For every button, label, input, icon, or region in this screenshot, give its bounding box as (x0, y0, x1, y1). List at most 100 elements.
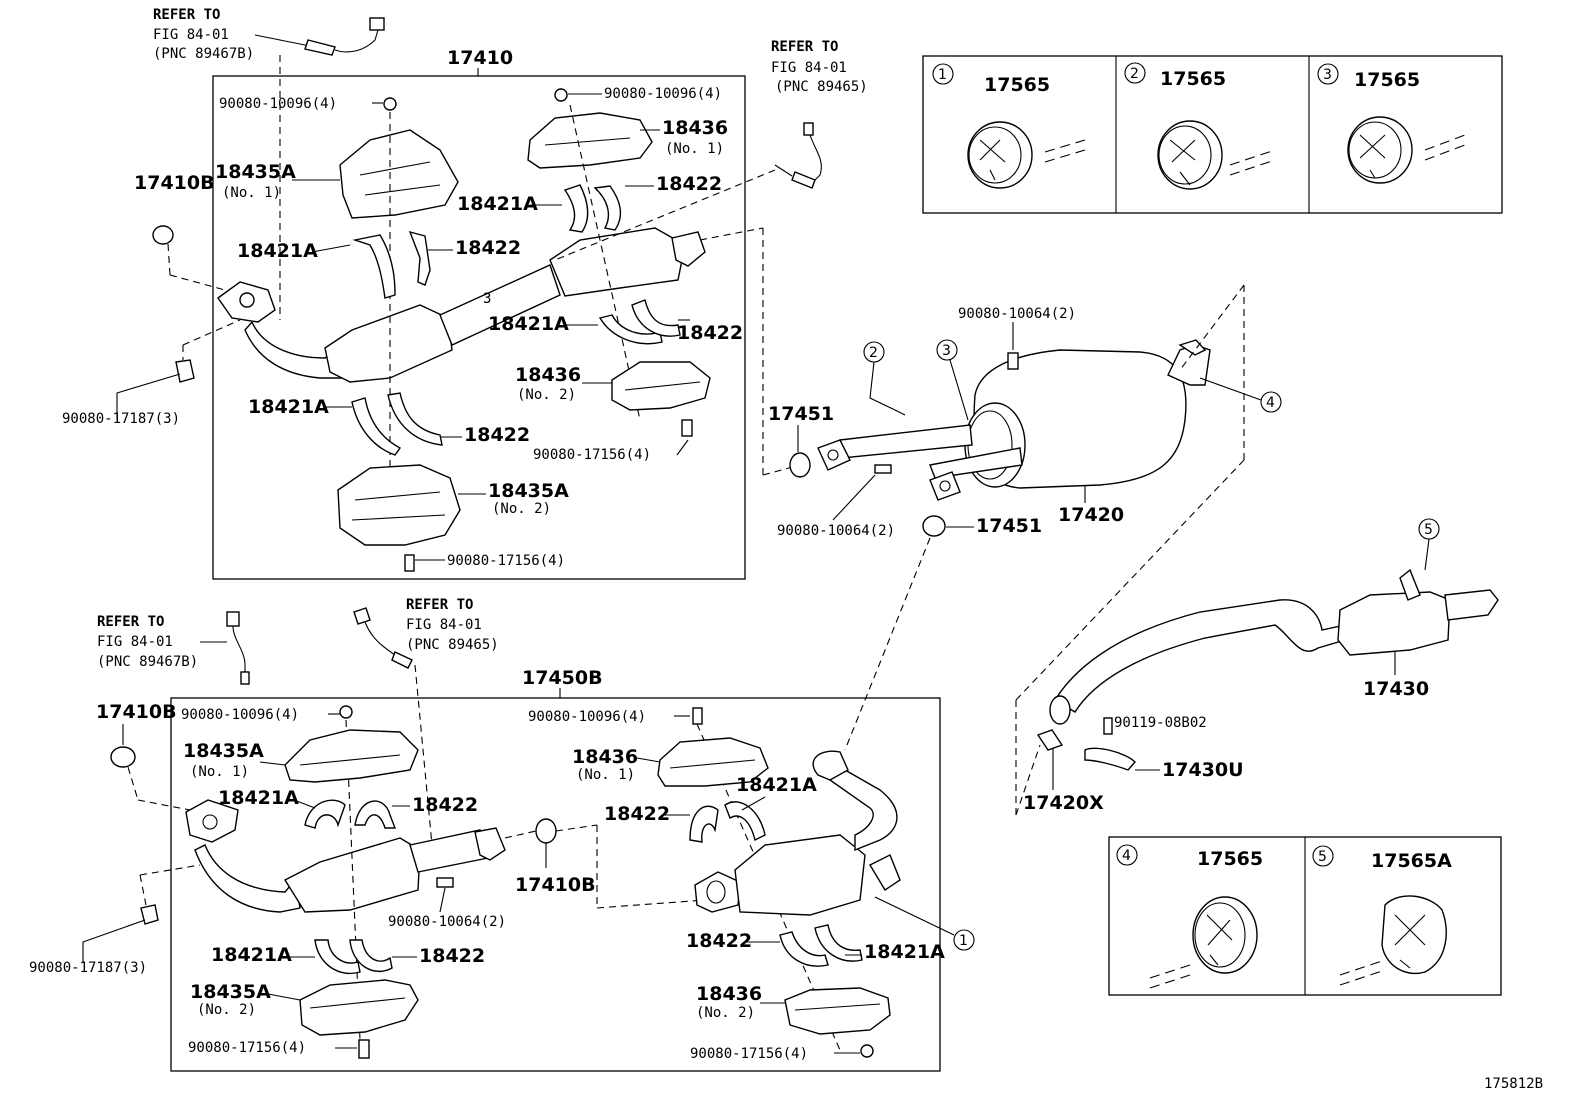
label-18436: 18436 (696, 983, 762, 1005)
bracket-18421a-lower-4 (779, 924, 863, 967)
bracket-18421a-lower-1 (304, 799, 397, 829)
pipe-flange-icon (817, 439, 961, 501)
bolt-icon (1007, 352, 1019, 370)
svg-text:3: 3 (483, 291, 491, 307)
bracket-18421a-lower-2 (314, 939, 393, 975)
label-18421a: 18421A (248, 396, 329, 418)
callout-3: 3 (936, 339, 958, 361)
label-18435a: 18435A (190, 981, 271, 1003)
bushing-box-top (922, 55, 1503, 214)
label-bolt-10096: 90080-10096(4) (604, 86, 722, 102)
ref-pnc: (PNC 89465) (406, 637, 499, 653)
rubber-hanger-icon (1339, 895, 1447, 986)
group-box-17450b (170, 697, 941, 1072)
label-17430u: 17430U (1162, 759, 1244, 781)
figure-id: 175812B (1484, 1076, 1543, 1092)
ref-fig: FIG 84-01 (153, 27, 229, 43)
bolt-icon (404, 554, 415, 572)
heat-insulator-18436-no1 (527, 112, 653, 169)
label-bolt-17156: 90080-17156(4) (690, 1046, 808, 1062)
rubber-hanger-icon (967, 121, 1086, 189)
clamp-17430u (1084, 747, 1136, 771)
heat-insulator-18435a-no2 (337, 464, 461, 546)
heat-insulator-18435a-no2 (299, 979, 419, 1036)
callout-4: 4 (1116, 844, 1138, 866)
oxygen-sensor-icon (254, 17, 385, 56)
callout-5: 5 (1312, 845, 1334, 867)
label-17420x: 17420X (1023, 792, 1104, 814)
svg-text:5: 5 (1318, 849, 1327, 865)
svg-text:1: 1 (938, 67, 947, 83)
bolt-icon (860, 1044, 874, 1058)
ref-pnc: (PNC 89465) (775, 79, 868, 95)
bolt-icon (383, 97, 397, 111)
bracket-18421a-upper-4 (598, 299, 681, 345)
rubber-hanger-icon (1149, 896, 1258, 989)
gasket-17451 (789, 452, 811, 478)
label-bolt-10064: 90080-10064(2) (958, 306, 1076, 322)
heat-insulator-18436-no1 (657, 737, 769, 787)
ref-text: REFER TO (771, 39, 838, 55)
ref-fig: FIG 84-01 (771, 60, 847, 76)
gasket-17410b (152, 225, 174, 245)
svg-text:4: 4 (1266, 395, 1275, 411)
nut-icon (339, 705, 353, 719)
bracket-18421a-lower-3 (689, 801, 766, 843)
rubber-hanger-icon (1157, 120, 1276, 190)
bolt-icon (681, 419, 693, 437)
gasket-17451 (922, 515, 946, 537)
label-no1: (No. 1) (665, 141, 724, 157)
label-no2: (No. 2) (696, 1005, 755, 1021)
label-17565a: 17565A (1371, 850, 1452, 872)
label-18421a: 18421A (488, 313, 569, 335)
label-17410b: 17410B (96, 701, 177, 723)
callout-5: 5 (1418, 518, 1440, 540)
label-18435a: 18435A (183, 740, 264, 762)
ref-text: REFER TO (97, 614, 164, 630)
label-17565: 17565 (1197, 848, 1263, 870)
label-18422: 18422 (686, 930, 752, 952)
label-17565: 17565 (984, 74, 1050, 96)
svg-text:2: 2 (869, 345, 878, 361)
label-no1: (No. 1) (576, 767, 635, 783)
label-18436: 18436 (515, 364, 581, 386)
label-bolt-08b02: 90119-08B02 (1114, 715, 1207, 731)
label-17451: 17451 (976, 515, 1042, 537)
tail-muffler-17430 (1049, 568, 1499, 725)
label-bolt-10096: 90080-10096(4) (181, 707, 299, 723)
label-no1: (No. 1) (190, 764, 249, 780)
label-bolt-17156: 90080-17156(4) (188, 1040, 306, 1056)
label-18421a: 18421A (211, 944, 292, 966)
label-18422: 18422 (464, 424, 530, 446)
heat-insulator-18435a-no1 (284, 729, 419, 783)
front-pipe-converter-right (694, 750, 901, 916)
callout-1: 1 (932, 63, 954, 85)
label-no2: (No. 2) (492, 501, 551, 517)
gasket-17410b (535, 818, 557, 844)
bracket-18421a-upper-2 (351, 392, 443, 456)
heat-insulator-18435a-no1 (339, 129, 459, 219)
label-18435a: 18435A (488, 480, 569, 502)
oxygen-sensor-icon (226, 611, 250, 685)
group-box-17410 (212, 75, 746, 580)
svg-text:4: 4 (1122, 848, 1131, 864)
exhaust-manifold-converter-upper: 3 (217, 227, 706, 383)
label-bolt-17187: 90080-17187(3) (29, 960, 147, 976)
label-18421a: 18421A (864, 941, 945, 963)
bracket-18421a-upper-3 (563, 184, 622, 233)
ref-text: REFER TO (153, 7, 220, 23)
label-18422: 18422 (412, 794, 478, 816)
svg-text:1: 1 (959, 933, 968, 949)
callout-2: 2 (1124, 62, 1146, 84)
callout-3: 3 (1317, 63, 1339, 85)
label-17565: 17565 (1160, 68, 1226, 90)
label-18435a: 18435A (215, 161, 296, 183)
oxygen-sensor-icon (353, 607, 413, 669)
label-18436: 18436 (572, 746, 638, 768)
ref-fig: FIG 84-01 (406, 617, 482, 633)
nut-icon (554, 88, 568, 102)
bolt-icon (358, 1039, 370, 1059)
bolt-icon (1103, 717, 1113, 735)
label-17410b: 17410B (134, 172, 215, 194)
label-bolt-10096: 90080-10096(4) (219, 96, 337, 112)
